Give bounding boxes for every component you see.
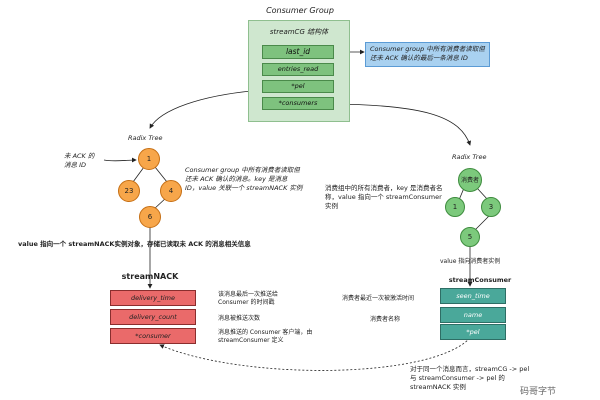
arrow-consumers-right-tree: [332, 103, 472, 146]
stream-consumer-title: streamConsumer: [448, 276, 512, 284]
last-id-note: Consumer group 中所有消费者读取但还未 ACK 确认的最后一条消息…: [365, 42, 490, 67]
ack-label: 未 ACK 的 消息 ID: [64, 152, 95, 169]
consumer-field-pel: *pel: [440, 324, 506, 340]
left-node-4: 4: [160, 180, 182, 202]
watermark: 码哥字节: [520, 387, 557, 397]
nack-field-delivery-time: delivery_time: [110, 290, 196, 306]
left-tree-title: Radix Tree: [128, 134, 163, 142]
consumer-note-seen: 消费者最近一次被激活时间: [342, 295, 415, 302]
left-node-23: 23: [118, 180, 140, 202]
diagram-title: Consumer Group: [266, 6, 334, 15]
right-tree-title: Radix Tree: [452, 153, 487, 161]
stream-nack-title: streamNACK: [121, 272, 179, 281]
streamcg-label: streamCG 结构体: [269, 28, 329, 36]
consumer-note-name: 消费者名称: [370, 316, 401, 323]
field-entries-read: entries_read: [262, 63, 334, 76]
field-pel: *pel: [262, 80, 334, 93]
field-last-id: last_id: [262, 45, 334, 59]
right-node-3: 3: [481, 197, 501, 217]
nack-note-time: 该消息最后一次推送给 Consumer 的时间戳: [218, 291, 279, 306]
edge-3-5: [474, 214, 491, 231]
edge-1-4: [154, 166, 168, 183]
left-value-note: value 指向一个 streamNACK实例对象，存储已读取未 ACK 的消息…: [18, 240, 251, 248]
right-node-5: 5: [460, 227, 480, 247]
right-node-1: 1: [445, 197, 465, 217]
left-tree-desc: Consumer group 中所有消费者读取但还未 ACK 确认的消息。key…: [185, 166, 303, 192]
left-node-1: 1: [138, 148, 160, 170]
left-node-6: 6: [139, 206, 161, 228]
nack-note-count: 消息被推送次数: [218, 315, 261, 322]
nack-note-consumer: 消息推送的 Consumer 客户端，由 streamConsumer 定义: [218, 329, 313, 344]
arrow-pel-left-tree: [149, 89, 263, 129]
edge-1-23: [132, 166, 145, 183]
consumer-field-name: name: [440, 307, 506, 323]
field-consumers: *consumers: [262, 97, 334, 110]
right-node-consumer: 消费者: [458, 168, 482, 192]
arrow-consumer-pel-nack: [159, 337, 471, 371]
nack-field-delivery-count: delivery_count: [110, 309, 196, 325]
arrow-ack-node1: [103, 157, 137, 163]
right-tree-desc: 消费组中的所有消费者，key 是消费者名称，value 指向一个 streamC…: [325, 184, 443, 210]
bottom-note: 对于同一个消息而言，streamCG -> pel 与 streamConsum…: [410, 365, 530, 391]
right-value-note: value 指向消费者实例: [440, 258, 501, 265]
consumer-field-seen-time: seen_time: [440, 288, 506, 304]
nack-field-consumer: *consumer: [110, 328, 196, 344]
